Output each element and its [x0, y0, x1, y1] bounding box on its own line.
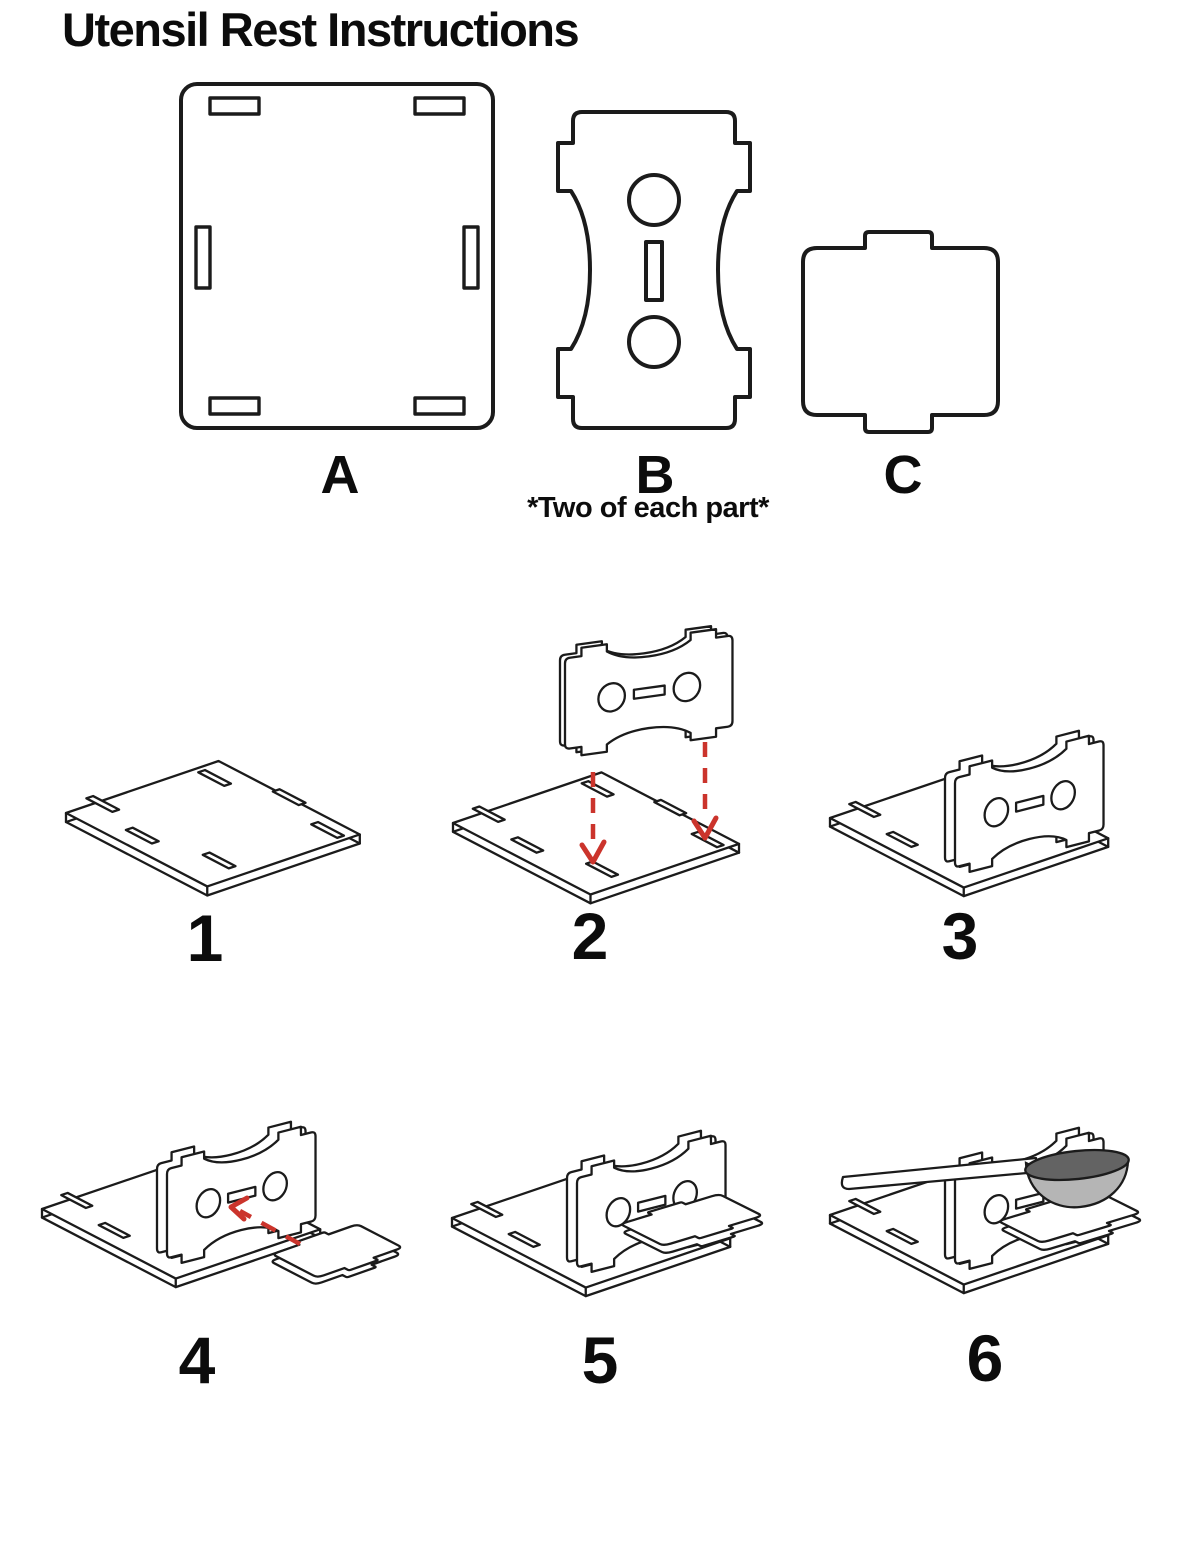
step-4-diagram	[25, 1125, 408, 1288]
step-6-number: 6	[966, 1321, 1004, 1395]
part-a-diagram	[179, 82, 495, 430]
part-c-label: C	[883, 445, 923, 505]
part-b-label: B	[635, 445, 675, 505]
step-4-number: 4	[178, 1323, 216, 1397]
part-a-label: A	[320, 445, 360, 505]
part-b-diagram	[557, 111, 751, 429]
spoon-illustration	[840, 1148, 1130, 1209]
part-c-diagram	[802, 231, 999, 433]
step-5-number: 5	[581, 1323, 619, 1397]
step-1-number: 1	[186, 901, 224, 975]
spoon-bowl-top	[1024, 1148, 1130, 1182]
step-2-diagram	[430, 623, 790, 900]
insert-direction-arrows	[579, 742, 719, 865]
step-3-number: 3	[941, 899, 979, 973]
step-6-diagram	[818, 1118, 1200, 1340]
step-1-diagram	[20, 745, 400, 905]
parts-quantity-note: *Two of each part*	[527, 492, 769, 524]
insert-direction-arrow	[228, 1195, 302, 1246]
step-3-diagram	[800, 688, 1190, 910]
step-2-number: 2	[571, 899, 609, 973]
page-title: Utensil Rest Instructions	[62, 3, 580, 56]
spoon-handle	[840, 1156, 1040, 1191]
step-5-diagram	[440, 1125, 820, 1340]
